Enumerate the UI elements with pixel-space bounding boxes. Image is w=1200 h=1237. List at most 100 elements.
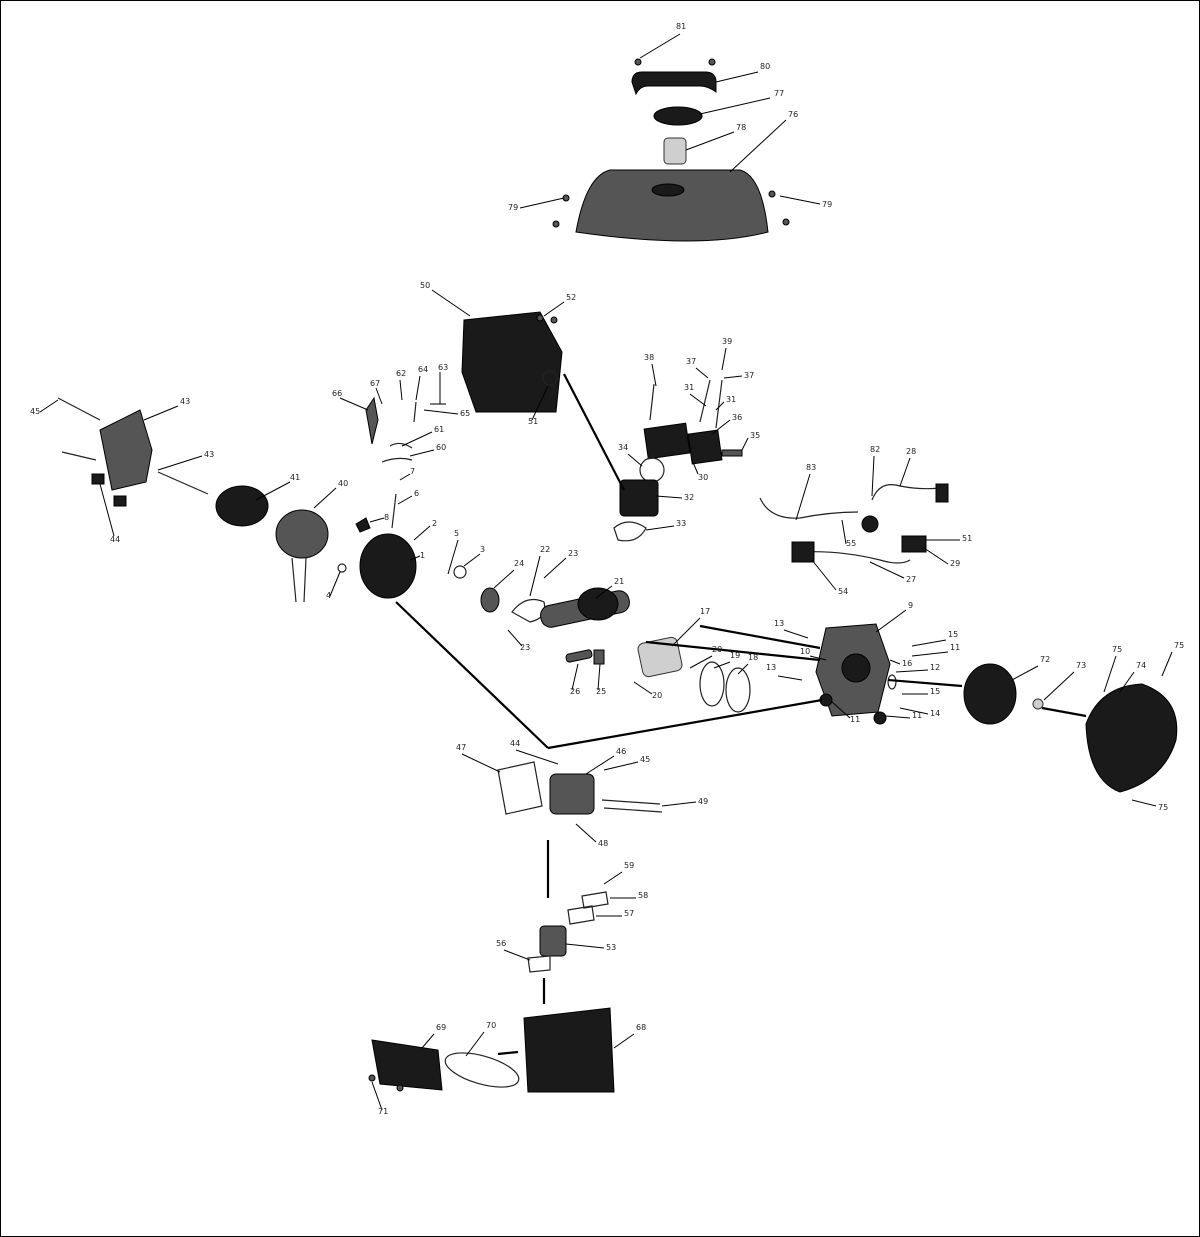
callout-leader-66 <box>339 397 369 411</box>
callout-leader-54 <box>811 559 837 591</box>
callout-leader-2 <box>413 525 431 541</box>
flywheel-72 <box>963 663 1017 725</box>
callout-leader-5 <box>447 539 459 575</box>
callout-leader-45 <box>39 399 59 413</box>
handle-screw-right <box>708 58 716 66</box>
callout-label-77: 77 <box>774 89 784 98</box>
callout-label-34: 34 <box>618 443 628 452</box>
callout-label-43: 43 <box>180 397 190 406</box>
callout-label-17: 17 <box>700 607 710 616</box>
rod-43 <box>157 471 209 495</box>
callout-leader-48 <box>575 823 597 843</box>
callout-leader-74 <box>1119 671 1135 693</box>
callout-label-27: 27 <box>906 575 916 584</box>
callout-label-16: 16 <box>902 659 912 668</box>
callout-label-33: 33 <box>676 519 686 528</box>
callout-label-41: 41 <box>290 473 300 482</box>
callout-label-62: 62 <box>396 369 406 378</box>
callout-label-10: 10 <box>800 647 810 656</box>
muffler <box>461 311 563 413</box>
callout-leader-13 <box>777 675 803 681</box>
callout-leader-29 <box>923 547 949 565</box>
cylinder-32 <box>619 479 659 517</box>
callout-leader-24 <box>493 569 515 589</box>
callout-leader-44 <box>515 749 559 765</box>
callout-leader-22 <box>529 555 541 597</box>
callout-leader-11 <box>911 651 949 657</box>
callout-leader-27 <box>869 561 905 579</box>
callout-leader-37 <box>723 375 743 379</box>
fuel-tank <box>575 169 769 242</box>
callout-label-23: 23 <box>520 643 530 652</box>
callout-leader-21 <box>595 585 613 599</box>
callout-label-15: 15 <box>930 687 940 696</box>
callout-label-13: 13 <box>766 663 776 672</box>
callout-leader-50 <box>431 289 471 317</box>
muffler-gasket-51 <box>542 370 558 386</box>
fuel-tank-assembly <box>552 58 790 242</box>
callout-leader-30 <box>691 459 699 475</box>
head-bolt-38 <box>649 383 655 421</box>
callout-leader-4 <box>329 571 341 597</box>
callout-label-9: 9 <box>908 601 913 610</box>
callout-leader-65 <box>423 409 459 415</box>
callout-label-4: 4 <box>326 591 331 600</box>
callout-leader-32 <box>655 495 683 499</box>
screw-71b <box>396 1084 404 1092</box>
callout-leader-73 <box>1043 671 1075 701</box>
callout-leader-28 <box>899 457 911 487</box>
callout-label-20: 20 <box>652 691 662 700</box>
callout-label-21: 21 <box>614 577 624 586</box>
head-cover-36 <box>687 429 723 465</box>
crank-web <box>577 587 619 621</box>
callout-label-15: 15 <box>948 630 958 639</box>
tank-filler-neck <box>651 183 685 197</box>
callout-label-3: 3 <box>480 545 485 554</box>
callout-label-51: 51 <box>528 417 538 426</box>
callout-leader-41 <box>255 481 291 501</box>
callout-leader-9 <box>875 609 907 633</box>
callout-label-66: 66 <box>332 389 342 398</box>
clip-8 <box>355 517 371 533</box>
callout-label-51: 51 <box>962 534 972 543</box>
callout-label-48: 48 <box>598 839 608 848</box>
intake-carburetor-assembly <box>497 761 663 973</box>
cylinder-head-assembly <box>613 379 743 542</box>
bracket-22 <box>511 599 546 623</box>
callout-label-74: 74 <box>1136 661 1146 670</box>
callout-leader-15 <box>911 639 947 647</box>
crankcase-bore <box>841 653 871 683</box>
callout-label-40: 40 <box>338 479 348 488</box>
callout-leader-20 <box>689 655 713 669</box>
coil-boot <box>935 483 949 503</box>
callout-leader-23 <box>507 629 523 647</box>
stator-40 <box>275 509 329 559</box>
callout-leader-19 <box>713 661 731 669</box>
pin-64 <box>413 401 417 423</box>
stud-49a <box>601 799 661 805</box>
ring-19 <box>699 661 725 707</box>
nut-73 <box>1032 698 1044 710</box>
callout-leader-51 <box>531 385 549 421</box>
mount-44b <box>113 495 127 507</box>
air-cleaner-assembly <box>368 1007 615 1093</box>
callout-label-25: 25 <box>596 687 606 696</box>
callout-label-68: 68 <box>636 1023 646 1032</box>
callout-label-20: 20 <box>712 645 722 654</box>
callout-leader-1 <box>409 555 421 561</box>
callout-label-53: 53 <box>606 943 616 952</box>
callout-leader-3 <box>463 553 481 567</box>
switch-82 <box>861 515 879 533</box>
callout-label-78: 78 <box>736 123 746 132</box>
filter-element-70 <box>444 1052 520 1088</box>
callout-leader-75 <box>1103 655 1117 693</box>
mount-44a <box>91 473 105 485</box>
callout-label-67: 67 <box>370 379 380 388</box>
callout-label-2: 2 <box>432 519 437 528</box>
callout-leader-36 <box>711 419 731 435</box>
head-bolt-31b <box>715 379 723 429</box>
callout-label-43: 43 <box>204 450 214 459</box>
callout-label-30: 30 <box>698 473 708 482</box>
callout-label-22: 22 <box>540 545 550 554</box>
crankcase-assembly <box>815 623 1178 793</box>
